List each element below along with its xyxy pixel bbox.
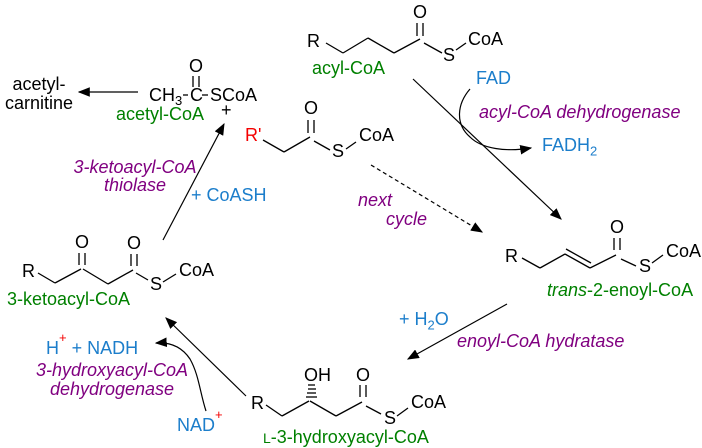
atom-scoa: SCoA xyxy=(210,85,257,105)
atom-o1: O xyxy=(75,232,89,252)
atom-o2: O xyxy=(127,233,141,253)
acetyl-coa-label: acetyl-CoA xyxy=(116,104,205,124)
atom-s: S xyxy=(384,408,396,428)
atom-coa: CoA xyxy=(468,29,503,49)
structure-acyl-coa: R O S CoA xyxy=(307,2,503,65)
structure-3-ketoacyl-coa: R O O S CoA xyxy=(22,232,214,294)
nadh-label: H+ + NADH xyxy=(46,330,139,358)
structure-next-substrate: R' O S CoA xyxy=(245,98,394,161)
l-3-hydroxyacyl-coa-label: L-3-hydroxyacyl-CoA xyxy=(263,427,429,447)
plus-sign: + xyxy=(221,100,232,120)
atom-s: S xyxy=(639,256,651,276)
arrow-fad-to-fadh2 xyxy=(458,88,533,155)
atom-s: S xyxy=(443,45,455,65)
atom-r: R xyxy=(307,31,320,51)
3-ketoacyl-coa-label: 3-ketoacyl-CoA xyxy=(7,289,131,309)
atom-ch3: CH3 xyxy=(149,85,182,108)
reaction-arrows xyxy=(77,78,562,412)
atom-r: R xyxy=(251,393,264,413)
atom-coa: CoA xyxy=(666,241,701,261)
next-cycle-line2: cycle xyxy=(386,209,428,229)
arrow-dehydrogenase-step xyxy=(412,78,562,220)
acetyl-carnitine-label: acetyl- carnitine xyxy=(2,75,76,113)
acyl-coa-dehydrogenase-label: acyl-CoA dehydrogenase xyxy=(479,102,681,122)
trans-2-enoyl-coa-label: trans-2-enoyl-CoA xyxy=(547,280,694,300)
acetyl-carnitine-line1: acetyl- xyxy=(12,74,66,94)
atom-c: C xyxy=(190,85,203,105)
coash-label: + CoASH xyxy=(191,185,267,205)
acetyl-carnitine-line2: carnitine xyxy=(4,93,74,113)
structure-l-3-hydroxyacyl-coa: R OH O S CoA xyxy=(251,365,446,428)
hydroxyacyl-dehydrogenase-label: 3-hydroxyacyl-CoA dehydrogenase xyxy=(35,360,189,399)
atom-r: R xyxy=(22,261,35,281)
structure-trans-2-enoyl-coa: R O S CoA xyxy=(505,217,701,276)
atom-o: O xyxy=(610,217,624,237)
atom-o: O xyxy=(413,2,427,22)
next-cycle-line1: next xyxy=(358,190,393,210)
atom-o: O xyxy=(304,98,318,118)
atom-s: S xyxy=(150,274,162,294)
atom-coa: CoA xyxy=(179,260,214,280)
atom-o: O xyxy=(356,365,370,385)
thiolase-label: 3-ketoacyl-CoA thiolase xyxy=(73,157,197,195)
nad-label: NAD+ xyxy=(177,407,223,435)
arrow-thiolase-step xyxy=(162,122,225,241)
atom-coa: CoA xyxy=(359,125,394,145)
fadh2-label: FADH2 xyxy=(542,135,598,159)
h2o-label: + H2O xyxy=(399,309,449,333)
atom-r-prime: R' xyxy=(245,125,261,145)
arrow-hydratase-step xyxy=(406,303,508,360)
atom-o: O xyxy=(189,56,203,76)
atom-r: R xyxy=(505,246,518,266)
atom-s: S xyxy=(332,141,344,161)
enoyl-coa-hydratase-label: enoyl-CoA hydratase xyxy=(457,331,625,351)
arrow-nad-to-nadh xyxy=(154,337,207,412)
arrow-hydroxy-dehydrogenase-step xyxy=(165,317,247,397)
arrow-next-cycle xyxy=(370,164,484,233)
structure-acetyl-coa: CH3 C SCoA O xyxy=(149,56,257,108)
atom-coa: CoA xyxy=(411,392,446,412)
fad-label: FAD xyxy=(476,68,512,88)
atom-oh: OH xyxy=(304,365,331,385)
acyl-coa-label: acyl-CoA xyxy=(312,58,386,78)
